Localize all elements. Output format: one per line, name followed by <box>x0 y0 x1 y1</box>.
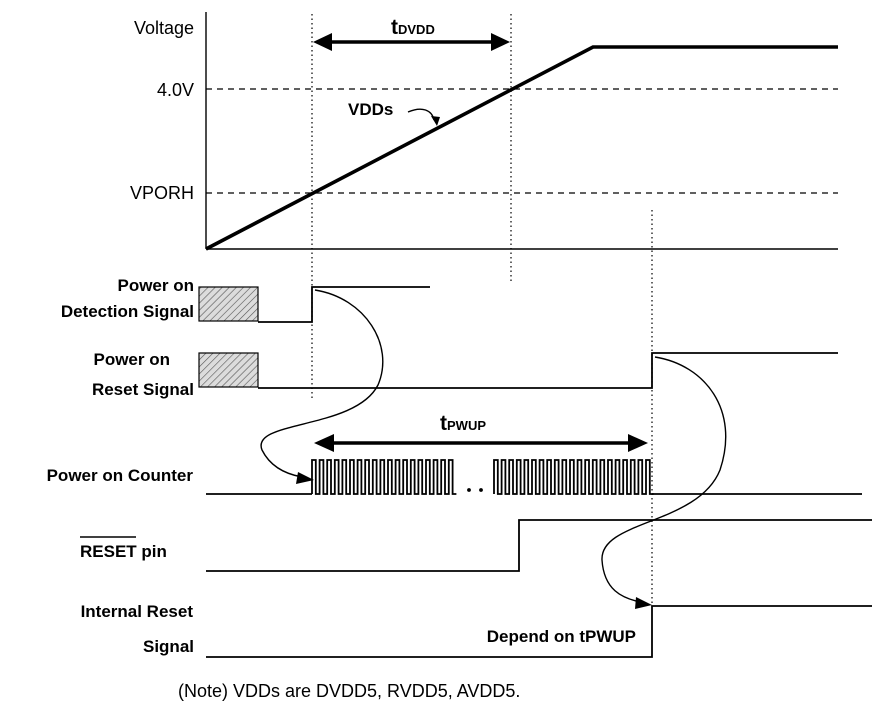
tdvdd-label: tDVDD <box>391 16 435 39</box>
counter-pulse-train-2 <box>493 459 654 495</box>
detection-signal-waveform <box>258 286 430 323</box>
tdvdd-arrow-right-head <box>491 33 510 51</box>
internal-reset-row: Internal Reset Signal Depend on tPWUP <box>81 602 872 658</box>
internal-reset-label-line2: Signal <box>143 637 194 656</box>
vdds-label: VDDs <box>348 100 393 119</box>
counter-row: Power on Counter tPWUP <box>47 412 862 495</box>
causal-arrow-reset-to-internal-head <box>635 597 652 609</box>
reset-pin-row: RESET pin <box>80 519 872 572</box>
causal-arrow-detection-to-counter <box>260 289 384 478</box>
depend-on-tpwup-label: Depend on tPWUP <box>487 627 636 646</box>
v40-label: 4.0V <box>157 80 194 100</box>
vdds-pointer-arrowhead <box>431 116 440 126</box>
tpwup-label: tPWUP <box>440 412 486 435</box>
causal-arrow-detection-to-counter-head <box>296 472 314 484</box>
reset-unknown-state-box <box>198 352 259 388</box>
vdds-ramp-curve <box>205 45 838 251</box>
detection-signal-label-line1: Power on <box>117 276 194 295</box>
voltage-graph: Voltage 4.0V VPORH VDDs tDVDD <box>130 12 838 251</box>
causal-arrow-reset-to-internal <box>601 356 727 603</box>
reset-signal-row: Power on Reset Signal <box>92 350 838 399</box>
vporh-label: VPORH <box>130 183 194 203</box>
reset-pin-waveform <box>206 519 872 572</box>
reset-signal-label-line2: Reset Signal <box>92 380 194 399</box>
reset-pin-label: RESET pin <box>80 542 167 561</box>
reset-signal-waveform <box>258 352 838 389</box>
reset-signal-label-line1: Power on <box>93 350 170 369</box>
detection-signal-row: Power on Detection Signal <box>61 276 430 323</box>
detection-unknown-state-box <box>198 286 259 322</box>
counter-ellipsis-dot-2 <box>479 488 483 492</box>
internal-reset-waveform <box>206 605 872 658</box>
detection-signal-label-line2: Detection Signal <box>61 302 194 321</box>
vdds-pointer-line <box>407 108 435 121</box>
internal-reset-label-line1: Internal Reset <box>81 602 194 621</box>
tdvdd-arrow-left-head <box>313 33 332 51</box>
voltage-axis-label: Voltage <box>134 18 194 38</box>
counter-pulse-train-1 <box>311 459 457 495</box>
footnote: (Note) VDDs are DVDD5, RVDD5, AVDD5. <box>178 681 520 701</box>
counter-ellipsis-dot-1 <box>467 488 471 492</box>
tpwup-arrow-right-head <box>628 434 648 452</box>
counter-label: Power on Counter <box>47 466 194 485</box>
tpwup-arrow-left-head <box>314 434 334 452</box>
